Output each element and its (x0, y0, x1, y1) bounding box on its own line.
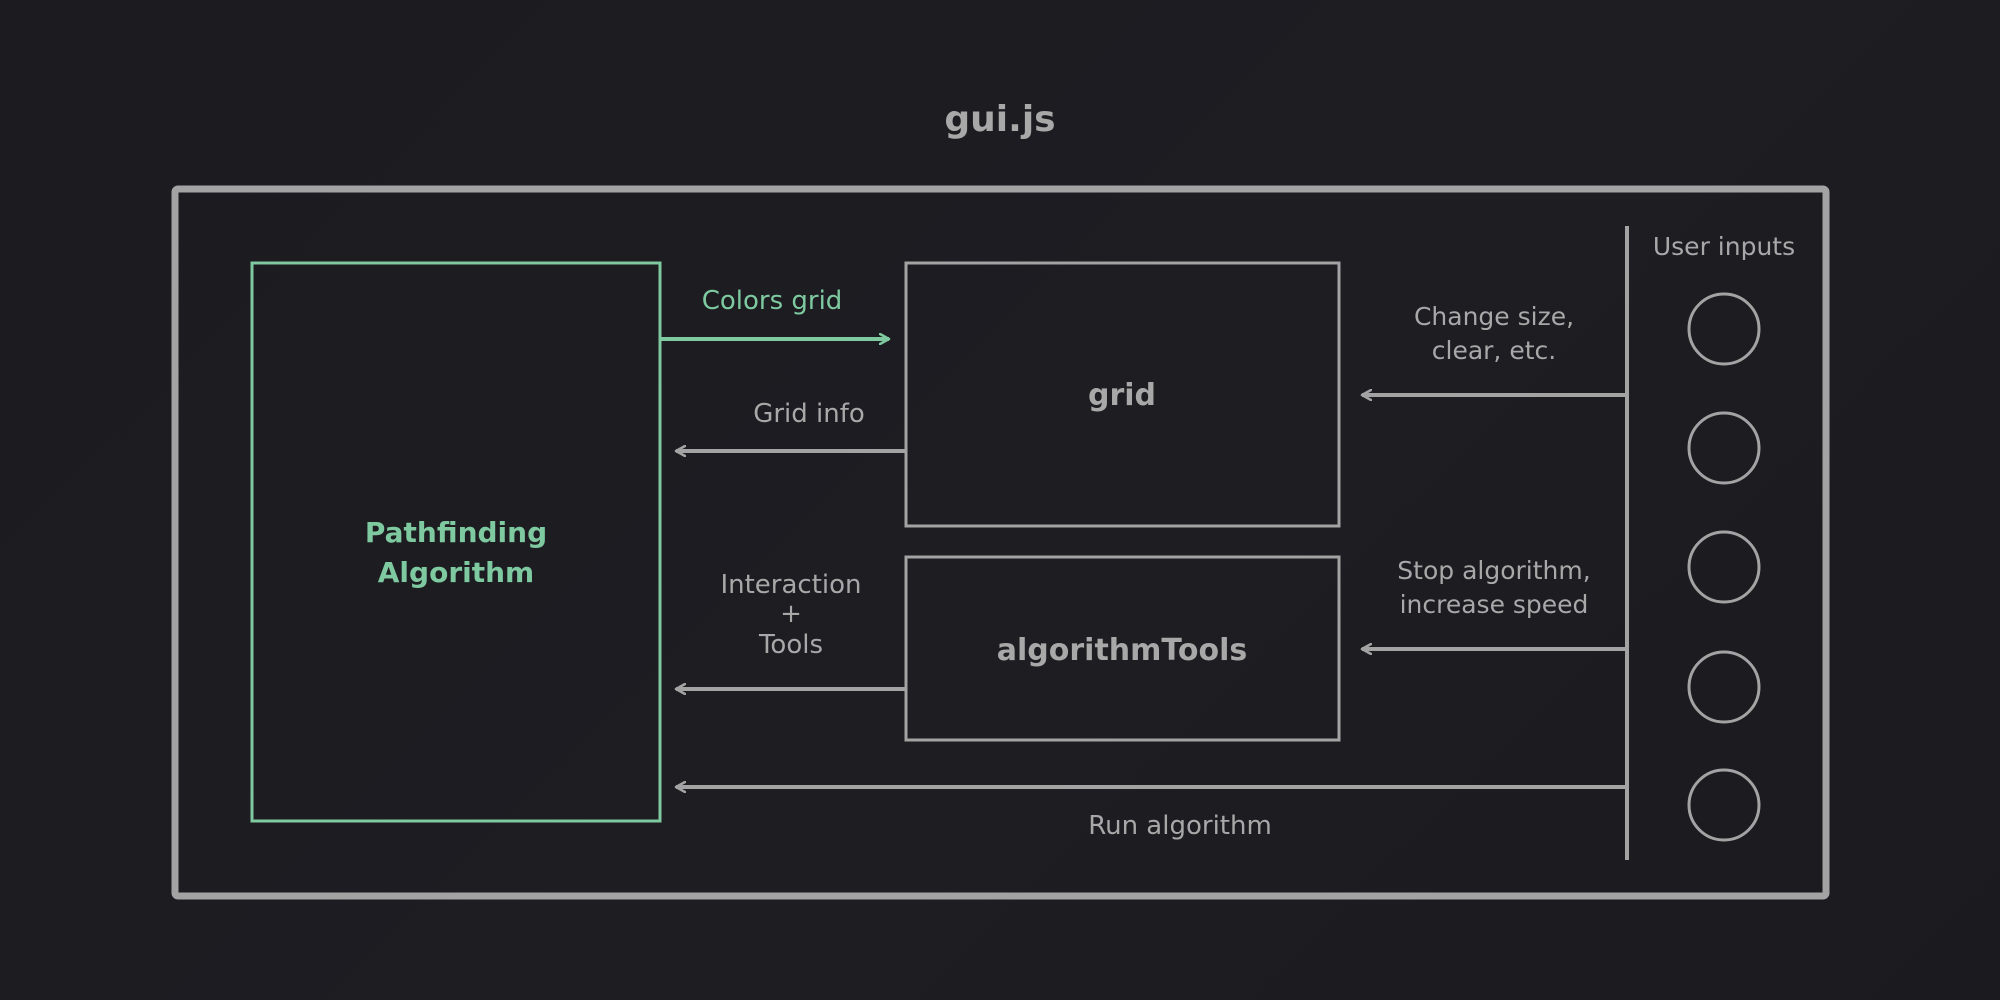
user-input-button-3[interactable] (1687, 530, 1761, 604)
pathfinding-label-line1: Pathfinding (365, 516, 547, 549)
pathfinding-algorithm-box (250, 261, 662, 823)
change-size-label-line2: clear, etc. (1432, 336, 1556, 365)
grid-box (904, 261, 1341, 528)
pathfinding-label-line2: Algorithm (378, 556, 534, 589)
change-size-label-line1: Change size, (1414, 302, 1574, 331)
edge-run-algorithm: Run algorithm (676, 787, 1627, 841)
interaction-label-line1: Interaction (720, 570, 861, 600)
grid-label: grid (1088, 378, 1156, 413)
edge-grid-info: Grid info (676, 399, 906, 451)
gui-container (171, 185, 1830, 900)
grid-node: grid (904, 261, 1341, 528)
pathfinding-algorithm-node: Pathfinding Algorithm (250, 261, 662, 823)
user-input-button-5[interactable] (1687, 768, 1761, 842)
run-algorithm-label: Run algorithm (1088, 811, 1272, 841)
user-input-button-1[interactable] (1687, 292, 1761, 366)
user-inputs-label: User inputs (1653, 232, 1795, 261)
grid-info-label: Grid info (753, 399, 865, 429)
user-inputs-panel: User inputs (1653, 232, 1795, 842)
edge-change-size: Change size, clear, etc. (1362, 302, 1627, 395)
edge-stop-algorithm: Stop algorithm, increase speed (1362, 556, 1627, 649)
algorithm-tools-box (904, 555, 1341, 742)
algorithm-tools-node: algorithmTools (904, 555, 1341, 742)
colors-grid-label: Colors grid (702, 286, 843, 316)
edge-interaction-tools: Interaction + Tools (676, 570, 906, 689)
interaction-label-line2: + (780, 599, 802, 629)
edge-colors-grid: Colors grid (660, 286, 889, 339)
user-input-button-4[interactable] (1687, 650, 1761, 724)
diagram-title: gui.js (944, 99, 1055, 140)
algorithm-tools-label: algorithmTools (997, 633, 1248, 668)
user-input-button-2[interactable] (1687, 411, 1761, 485)
interaction-label-line3: Tools (758, 630, 823, 660)
stop-algorithm-label-line1: Stop algorithm, (1397, 556, 1590, 585)
stop-algorithm-label-line2: increase speed (1400, 590, 1589, 619)
